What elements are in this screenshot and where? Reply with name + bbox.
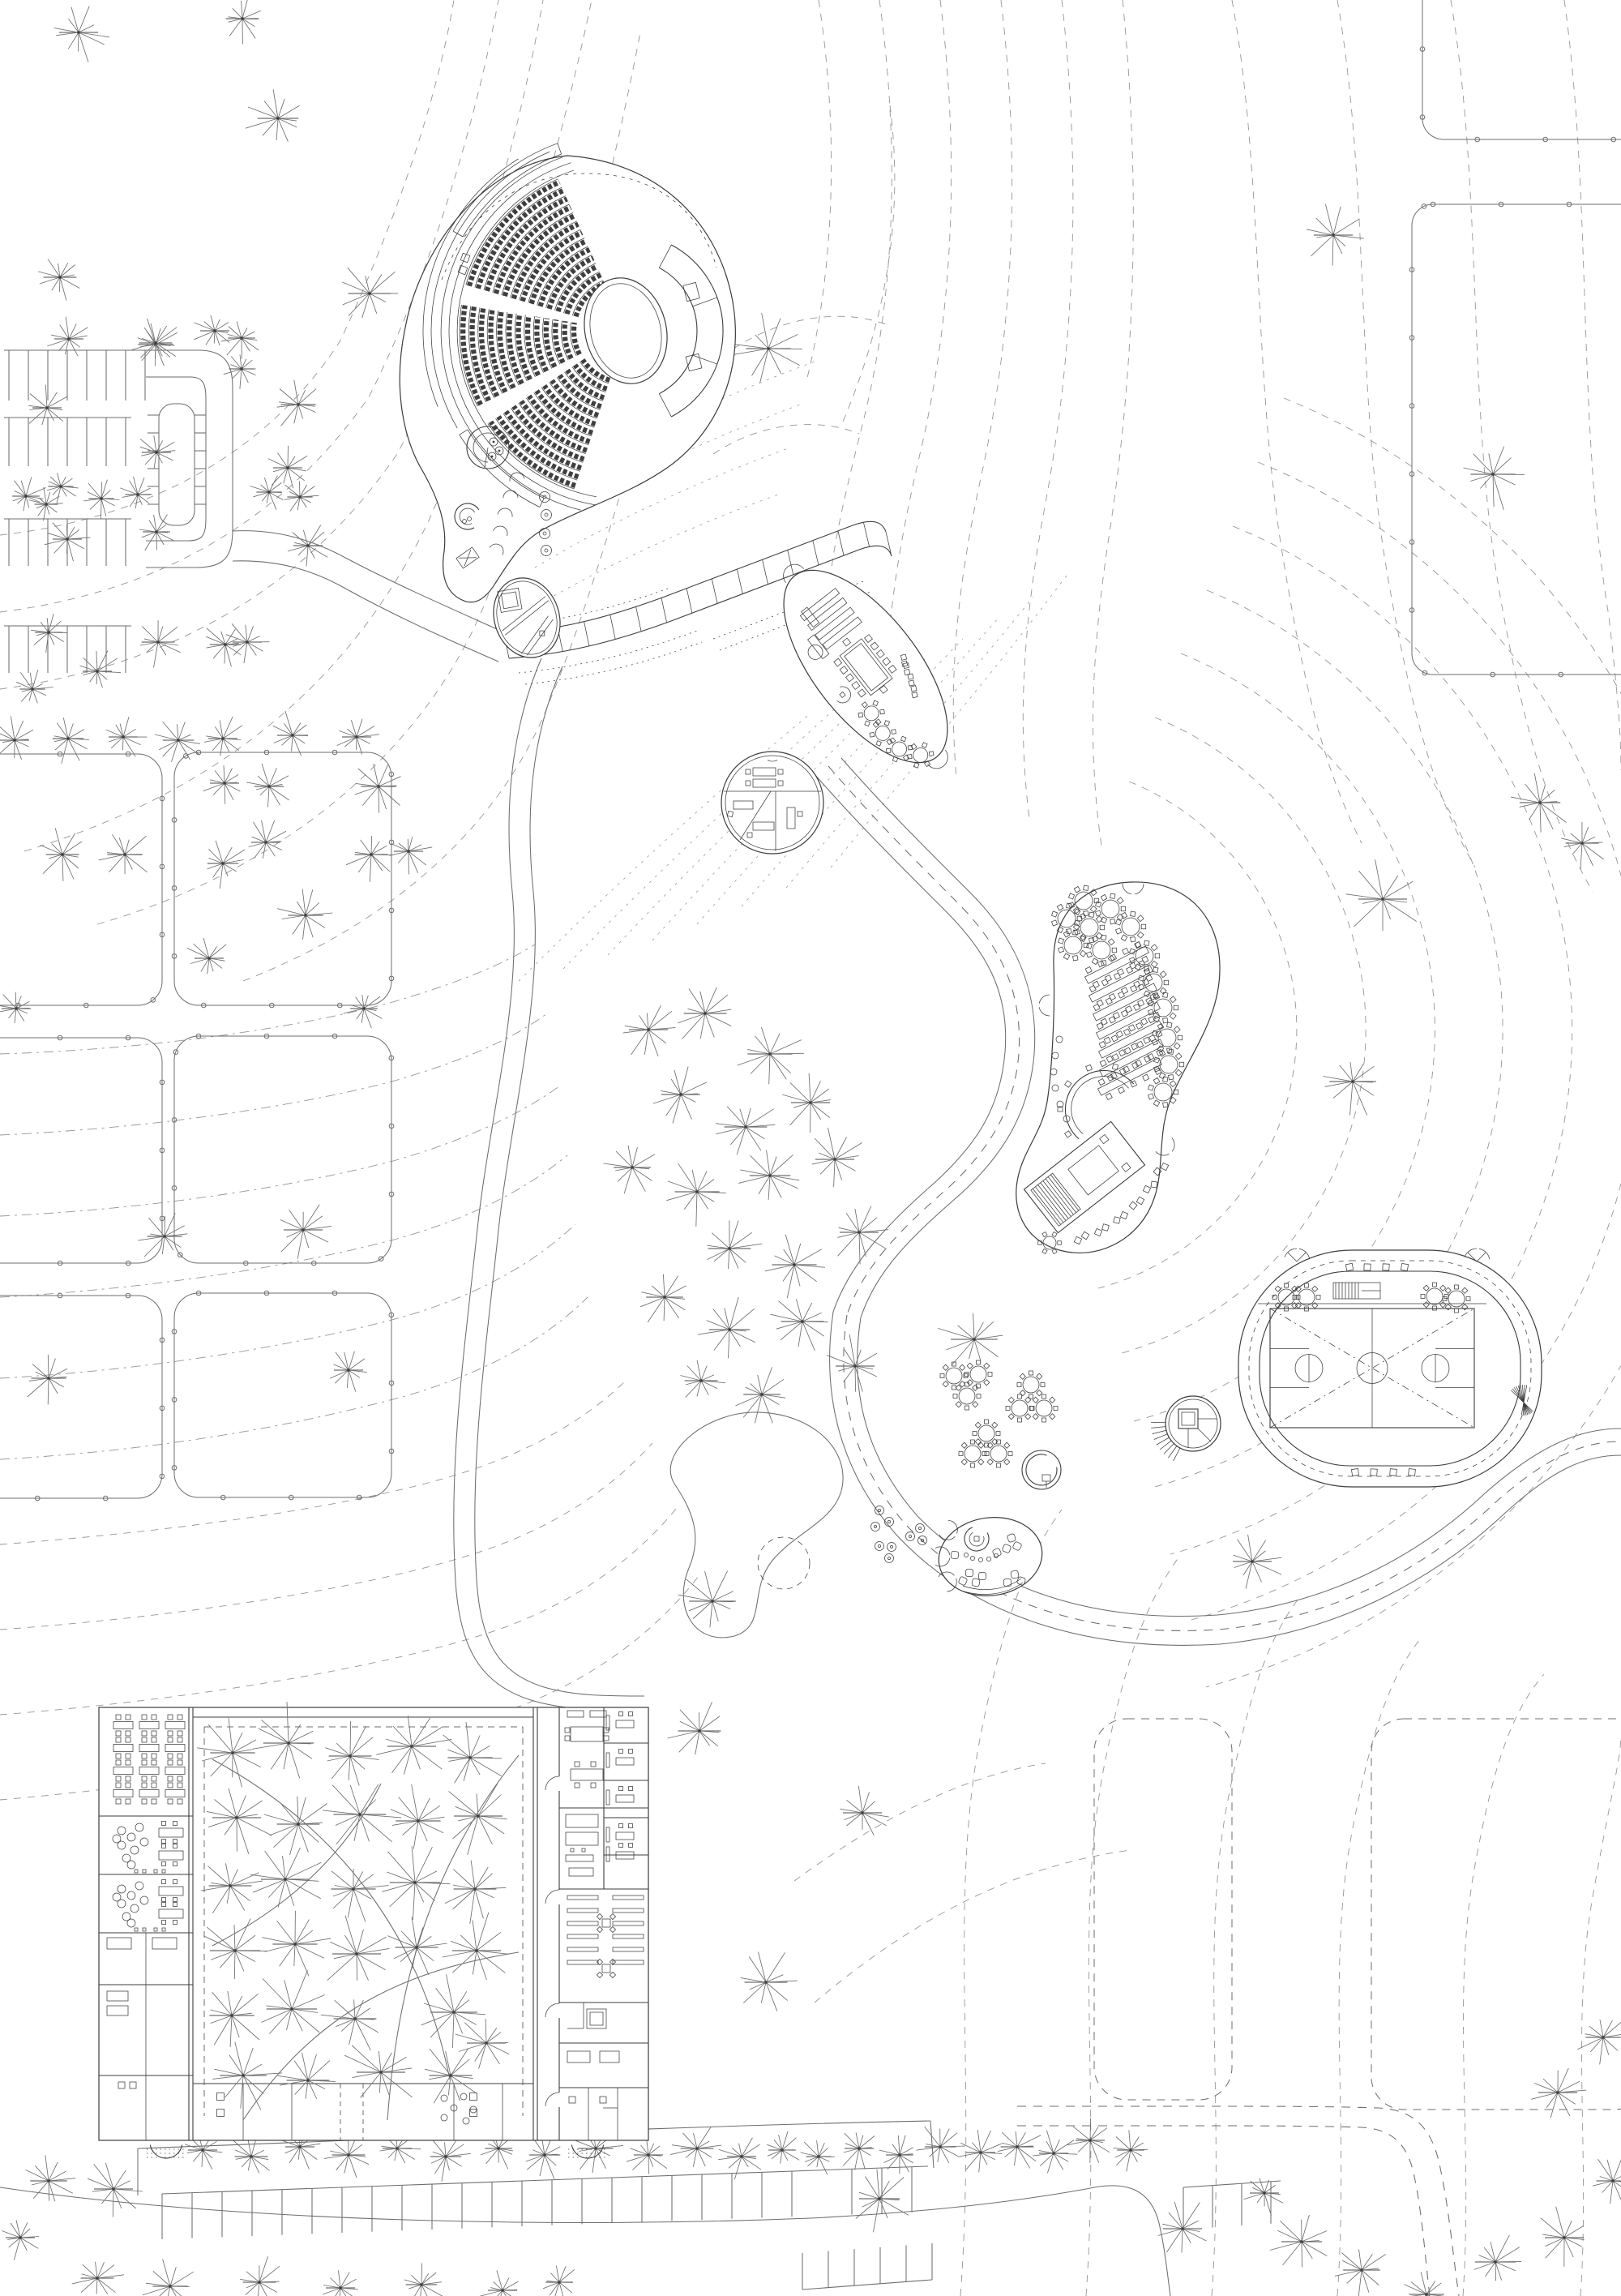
dining-hall-pod — [1016, 881, 1221, 1255]
amphitheater-pod — [399, 143, 736, 603]
fenced-fields-layer — [0, 0, 1621, 2110]
playground-area — [669, 1360, 1221, 1638]
program-pods-layer — [493, 563, 948, 855]
roads-paths-layer — [0, 530, 1621, 2296]
basketball-court-pod — [1238, 1248, 1542, 1488]
school-building — [98, 1702, 649, 2159]
